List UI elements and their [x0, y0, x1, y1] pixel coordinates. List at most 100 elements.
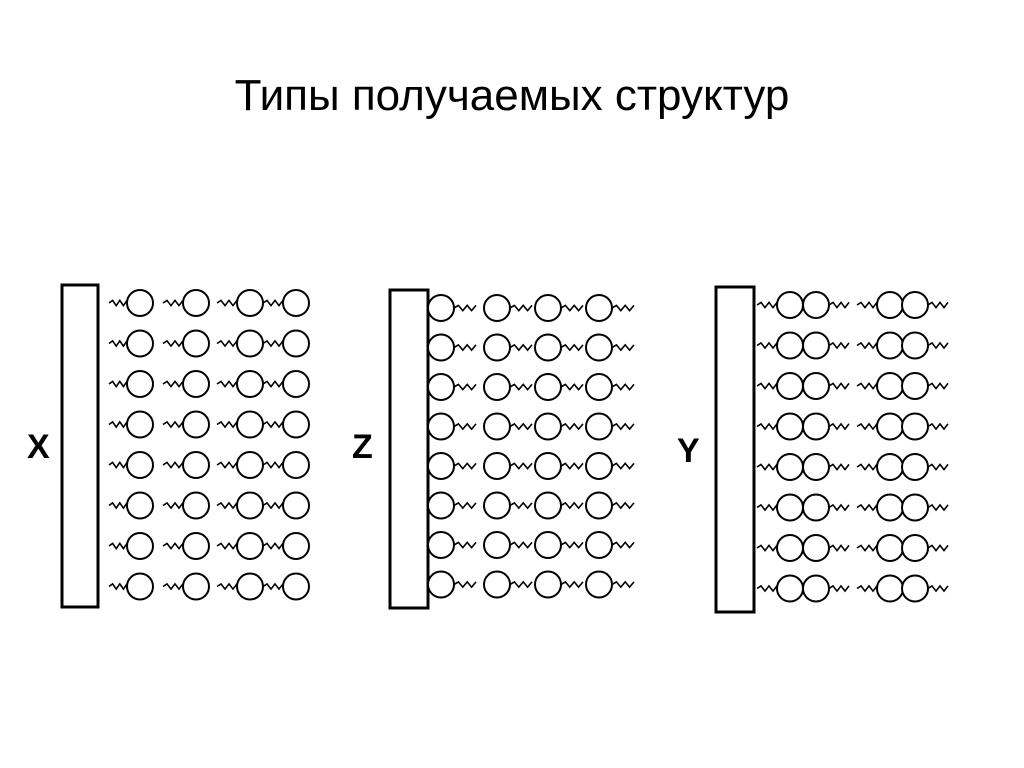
molecule-tail — [611, 462, 635, 470]
molecule-head — [126, 329, 154, 358]
molecule-tail — [453, 541, 477, 549]
molecule-head — [802, 372, 830, 400]
molecule-head — [876, 291, 904, 319]
molecule-tail — [927, 341, 949, 350]
molecule-head — [236, 572, 264, 601]
molecule-tail — [927, 544, 949, 552]
molecule-tail — [560, 304, 584, 312]
molecule-head — [182, 289, 210, 317]
molecule-tail — [216, 461, 238, 469]
substrate — [714, 285, 756, 614]
molecule-tail — [162, 380, 184, 388]
molecule-tail — [828, 544, 850, 552]
molecule-head — [483, 570, 511, 599]
molecule-head — [776, 331, 804, 360]
molecule-tail — [560, 580, 584, 589]
panel-z: Z — [352, 288, 635, 610]
molecule-head — [427, 531, 455, 559]
molecule-tail — [756, 544, 778, 552]
molecule-head — [534, 333, 562, 362]
molecule-head — [876, 574, 904, 603]
molecule-head — [901, 372, 929, 400]
molecule-tail — [108, 379, 128, 389]
molecule-tail — [856, 463, 878, 471]
molecule-head — [585, 333, 613, 362]
molecule-head — [483, 531, 511, 559]
molecule-head — [236, 532, 264, 560]
molecule-tail — [611, 383, 635, 391]
molecule-head — [876, 493, 904, 522]
panel-x: X — [27, 283, 310, 609]
molecule-tail — [216, 380, 238, 388]
molecule-head — [585, 412, 613, 441]
molecule-head — [802, 493, 830, 522]
molecule-head — [182, 532, 210, 560]
molecule-tail — [756, 382, 778, 390]
molecule-tail — [162, 461, 184, 469]
molecule-head — [585, 531, 613, 559]
molecule-tail — [453, 462, 477, 470]
molecule-tail — [509, 541, 533, 549]
molecule-tail — [856, 422, 878, 431]
molecule-head — [427, 570, 455, 599]
molecule-tail — [453, 501, 477, 510]
molecule-head — [236, 329, 264, 358]
molecule-tail — [856, 301, 878, 309]
molecule-tail — [611, 343, 635, 352]
panel-label-y: Y — [677, 432, 700, 470]
molecule-tail — [756, 341, 778, 350]
molecule-tail — [262, 299, 284, 307]
molecule-tail — [756, 422, 778, 431]
molecule-head — [427, 333, 455, 362]
molecule-head — [236, 289, 264, 317]
molecule-tail — [756, 463, 778, 471]
molecule-head — [802, 331, 830, 360]
molecule-head — [282, 491, 310, 520]
molecule-tail — [262, 420, 284, 429]
molecule-head — [427, 373, 455, 401]
substrate — [60, 283, 100, 609]
molecule-head — [236, 451, 264, 479]
molecule-tail — [856, 584, 878, 593]
molecule-head — [776, 372, 804, 400]
molecule-tail — [509, 304, 533, 312]
molecule-tail — [453, 343, 477, 352]
molecule-tail — [509, 422, 533, 431]
molecule-head — [282, 451, 310, 479]
molecule-head — [876, 372, 904, 400]
molecule-tail — [611, 541, 635, 549]
molecule-tail — [828, 422, 850, 431]
molecule-head — [534, 294, 562, 322]
molecule-tail — [611, 501, 635, 510]
molecule-head — [282, 410, 310, 439]
molecule-tail — [560, 343, 584, 352]
molecule-head — [585, 294, 613, 322]
molecule-head — [427, 412, 455, 441]
substrate — [388, 288, 430, 610]
molecule-head — [236, 410, 264, 439]
molecule-head — [483, 294, 511, 322]
molecule-tail — [216, 339, 238, 348]
molecule-head — [182, 491, 210, 520]
molecule-tail — [560, 462, 584, 470]
molecule-tail — [828, 301, 850, 309]
molecule-tail — [162, 582, 184, 591]
molecule-head — [901, 534, 929, 562]
molecule-tail — [856, 382, 878, 390]
molecule-tail — [262, 461, 284, 469]
molecule-tail — [828, 341, 850, 350]
molecule-head — [776, 534, 804, 562]
molecule-head — [282, 572, 310, 601]
molecule-head — [776, 493, 804, 522]
molecule-head — [534, 373, 562, 401]
molecule-tail — [216, 420, 238, 429]
molecule-tail — [453, 304, 477, 312]
molecule-tail — [927, 463, 949, 471]
molecule-tail — [611, 422, 635, 431]
molecule-head — [282, 532, 310, 560]
molecule-tail — [509, 580, 533, 589]
molecule-tail — [162, 542, 184, 550]
molecule-tail — [856, 503, 878, 512]
molecule-head — [901, 574, 929, 603]
molecule-head — [776, 412, 804, 441]
